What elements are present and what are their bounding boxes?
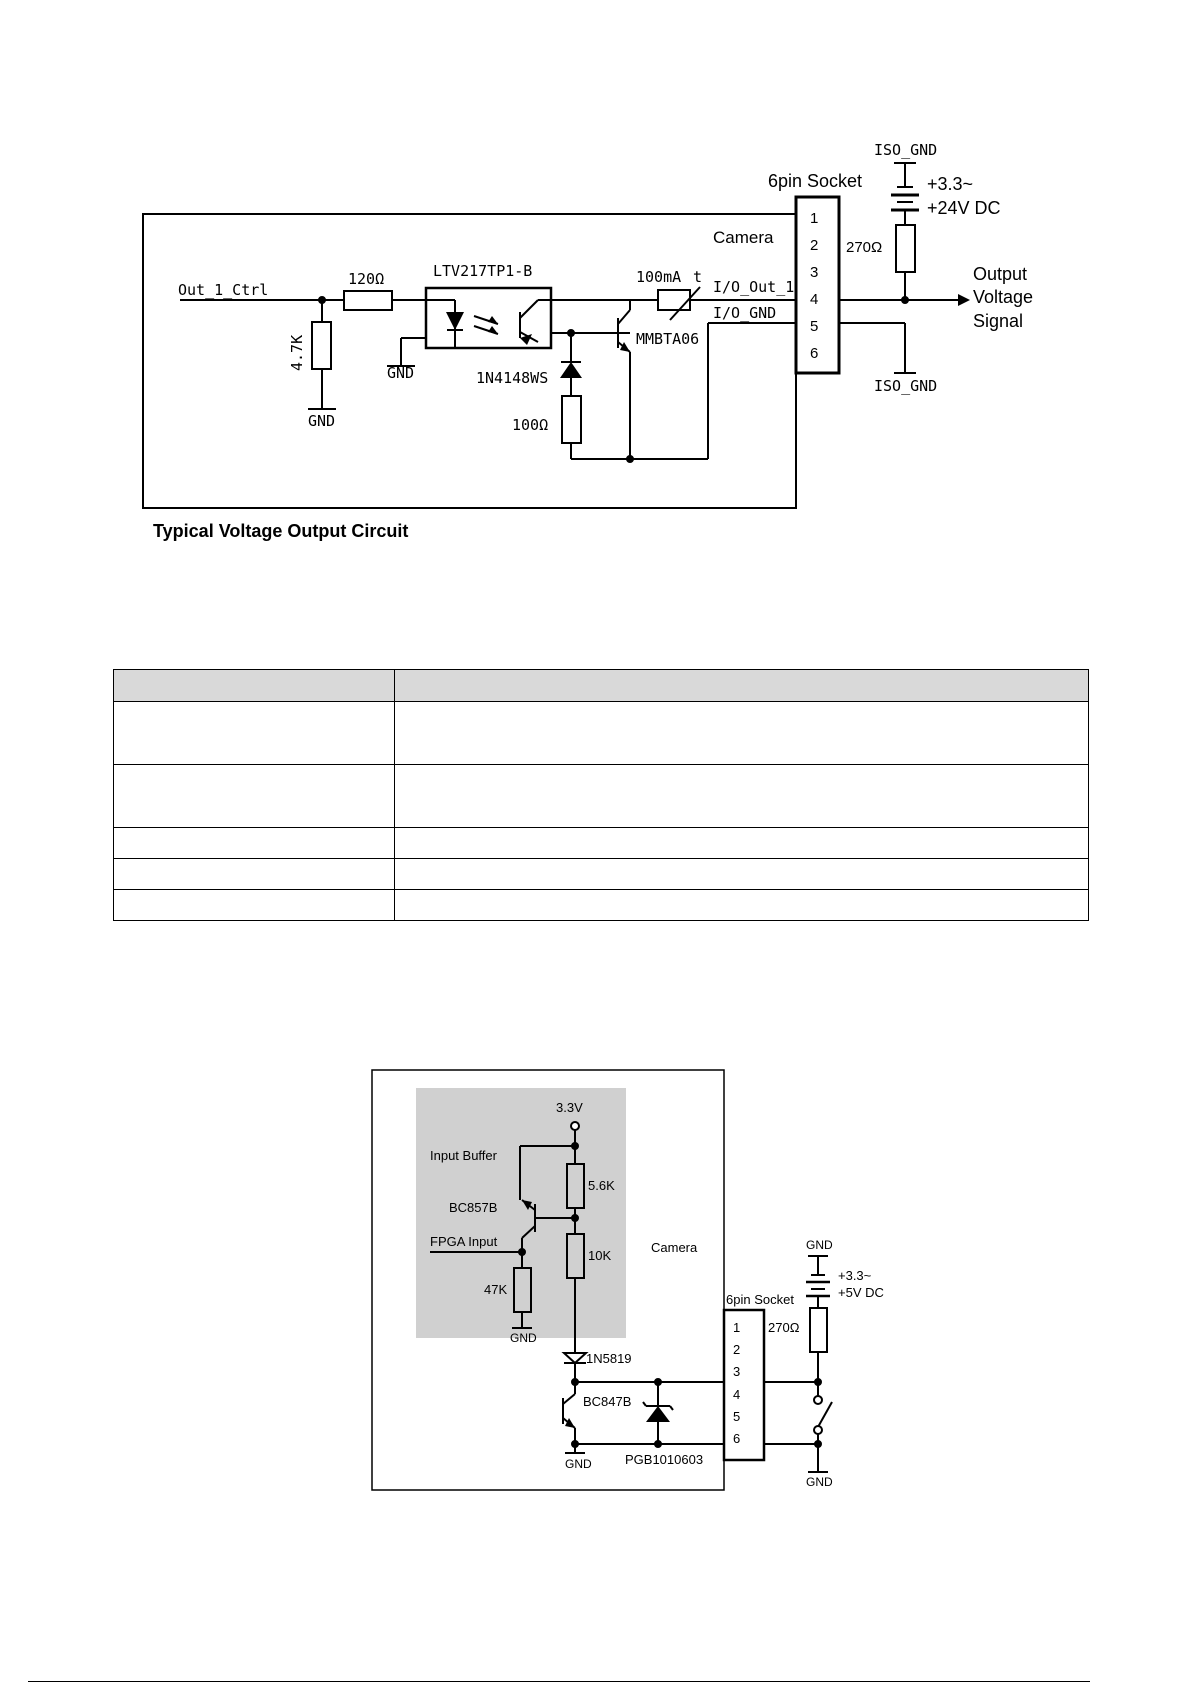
table-cell [113,764,395,828]
supply-label-1: +3.3~ [927,174,973,194]
transistor-label: MMBTA06 [636,330,699,348]
output-label-1: Output [973,264,1027,284]
socket-label: 6pin Socket [768,171,862,191]
gnd-label: GND [308,412,335,430]
table-row [113,764,1089,828]
output-label-3: Signal [973,311,1023,331]
fuse [657,289,691,311]
resistor-120 [343,290,393,311]
gnd-supply-label: GND [806,1238,833,1252]
footer-rule [28,1681,1090,1682]
input-buffer-label: Input Buffer [430,1148,498,1163]
parameter-table [113,669,1089,921]
socket-pin: 5 [733,1409,740,1424]
npn-label: BC847B [583,1394,631,1409]
optocoupler-body [424,286,553,350]
table-row [113,858,1089,890]
socket-pin: 4 [733,1387,740,1402]
resistor-10k-label: 10K [588,1248,611,1263]
diagram-caption: Typical Voltage Output Circuit [153,521,408,541]
pnp-label: BC857B [449,1200,497,1215]
gnd-switch-label: GND [806,1475,833,1489]
tvs-label: PGB1010603 [625,1452,703,1467]
fuse-label: 100mA [636,268,681,286]
diode-label: 1N5819 [586,1351,632,1366]
optocoupler-label: LTV217TP1-B [433,262,532,280]
table-header-row [113,669,1089,702]
table-row [113,701,1089,765]
resistor-47k-label: 47K [484,1282,507,1297]
camera-boundary [142,213,797,509]
table-cell [113,858,395,890]
table-cell [394,764,1089,828]
camera-label: Camera [713,228,774,247]
resistor-4k7 [311,321,332,370]
table-cell [113,701,395,765]
socket-pin: 3 [733,1364,740,1379]
supply-label-2: +5V DC [838,1285,884,1300]
resistor-4k7-label: 4.7K [288,335,306,371]
resistor-100 [561,395,582,444]
socket-pin: 2 [810,237,818,254]
table-header-cell [394,669,1089,702]
socket-body [722,1308,766,1462]
input-circuit-diagram: 3.3V Input Buffer 5.6K BC857B FPGA Input… [371,1069,884,1491]
socket-pin: 2 [733,1342,740,1357]
resistor-270 [895,224,916,273]
output-label-2: Voltage [973,287,1033,307]
gnd-bottom-label: GND [565,1457,592,1471]
socket-pin: 1 [733,1320,740,1335]
fpga-input-label: FPGA Input [430,1234,498,1249]
gnd-label: GND [387,364,414,382]
resistor-270-label: 270Ω [768,1320,800,1335]
resistor-270 [809,1307,828,1353]
table-row [113,827,1089,859]
table-cell [394,889,1089,921]
ctrl-label: Out_1_Ctrl [178,281,268,299]
input-buffer-area [416,1088,626,1338]
table-header-cell [113,669,395,702]
io-out-label: I/O_Out_1 [713,278,794,296]
iso-gnd-top-label: ISO_GND [874,141,937,159]
fuse-t-label: t [693,268,702,286]
table-cell [394,858,1089,890]
supply-label-2: +24V DC [927,198,1001,218]
socket-pin: 6 [733,1431,740,1446]
table-cell [394,701,1089,765]
socket-pin: 1 [810,210,818,227]
table-cell [113,889,395,921]
resistor-5k6-label: 5.6K [588,1178,615,1193]
camera-label: Camera [651,1240,698,1255]
socket-pin: 6 [810,345,818,362]
io-gnd-label: I/O_GND [713,304,776,322]
socket-label: 6pin Socket [726,1292,794,1307]
table-cell [113,827,395,859]
resistor-120-label: 120Ω [348,270,384,288]
diode-label: 1N4148WS [476,369,548,387]
gnd-inner-label: GND [510,1331,537,1345]
resistor-270-label: 270Ω [846,239,882,256]
supply-label-1: +3.3~ [838,1268,872,1283]
table-row [113,889,1089,921]
iso-gnd-bottom-label: ISO_GND [874,377,937,395]
voltage-output-circuit-diagram: 1 2 3 4 5 6 6pin Socket Camera Out_1_Ctr… [142,141,1033,541]
resistor-100-label: 100Ω [512,416,548,434]
table-cell [394,827,1089,859]
socket-pin: 4 [810,291,818,308]
socket-body [794,195,841,375]
socket-pin: 3 [810,264,818,281]
socket-pin: 5 [810,318,818,335]
vcc-label: 3.3V [556,1100,583,1115]
